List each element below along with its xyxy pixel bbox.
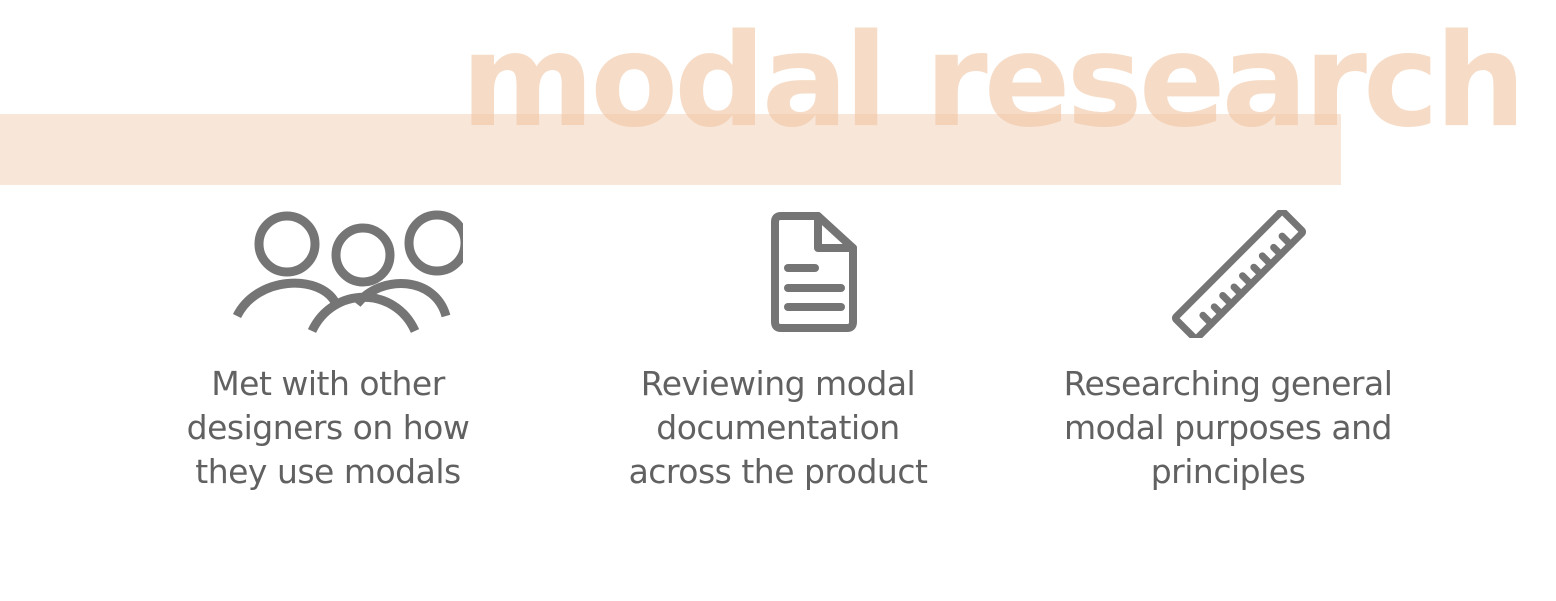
item-caption: Researching general modal purposes and p… xyxy=(1058,362,1398,494)
document-icon xyxy=(643,210,913,338)
research-item-principles: Researching general modal purposes and p… xyxy=(1058,210,1398,494)
caption-line: Reviewing modal xyxy=(640,364,916,403)
item-caption: Reviewing modal documentation across the… xyxy=(608,362,948,494)
item-caption: Met with other designers on how they use… xyxy=(158,362,498,494)
accent-band xyxy=(0,114,1341,185)
caption-line: Researching general xyxy=(1063,364,1393,403)
caption-line: modal purposes and xyxy=(1064,408,1393,447)
ruler-icon xyxy=(1093,210,1363,338)
page-title: modal research xyxy=(460,7,1526,156)
caption-line: designers on how xyxy=(186,408,470,447)
caption-line: principles xyxy=(1150,452,1306,491)
caption-line: documentation xyxy=(656,408,900,447)
caption-line: across the product xyxy=(628,452,928,491)
caption-line: they use modals xyxy=(195,452,461,491)
caption-line: Met with other xyxy=(211,364,445,403)
people-group-icon xyxy=(193,210,463,338)
research-item-documentation: Reviewing modal documentation across the… xyxy=(608,210,948,494)
research-item-meetings: Met with other designers on how they use… xyxy=(158,210,498,494)
